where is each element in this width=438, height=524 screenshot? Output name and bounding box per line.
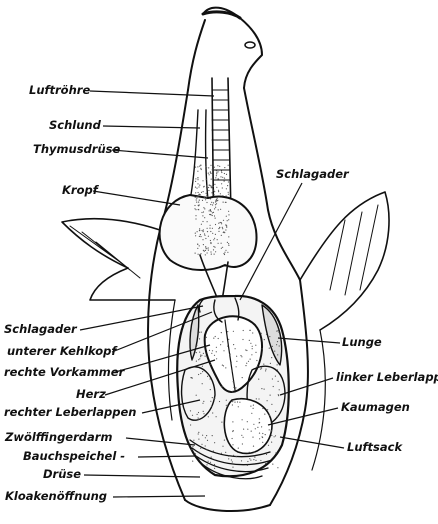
right-wing bbox=[300, 192, 389, 330]
eye bbox=[245, 42, 255, 48]
label-schlund: Schlund bbox=[49, 119, 101, 132]
label-thymus: Thymusdrüse bbox=[33, 143, 120, 156]
label-zwoelffingerdarm: Zwölffingerdarm bbox=[5, 431, 112, 444]
tail bbox=[185, 500, 270, 511]
label-kropf: Kropf bbox=[62, 184, 98, 197]
label-kehlkopf: unterer Kehlkopf bbox=[7, 345, 116, 358]
label-luftroehre: Luftröhre bbox=[29, 84, 90, 97]
label-druese: Drüse bbox=[43, 468, 81, 481]
label-bauchspeichel: Bauchspeichel - bbox=[23, 450, 125, 463]
label-rechter-leberlappen: rechter Leberlappen bbox=[4, 406, 136, 419]
label-lunge: Lunge bbox=[342, 336, 382, 349]
label-schlagader-left: Schlagader bbox=[4, 323, 77, 336]
crop bbox=[160, 195, 257, 270]
label-vorkammer: rechte Vorkammer bbox=[4, 366, 124, 379]
label-luftsack: Luftsack bbox=[347, 441, 402, 454]
label-kaumagen: Kaumagen bbox=[341, 401, 410, 414]
label-schlagader-top: Schlagader bbox=[276, 168, 349, 181]
label-linker-leberlappen: linker Leberlappen bbox=[336, 371, 438, 384]
left-wing bbox=[62, 219, 175, 300]
label-kloakenoeffnung: Kloakenöffnung bbox=[5, 490, 107, 503]
label-herz: Herz bbox=[76, 388, 106, 401]
